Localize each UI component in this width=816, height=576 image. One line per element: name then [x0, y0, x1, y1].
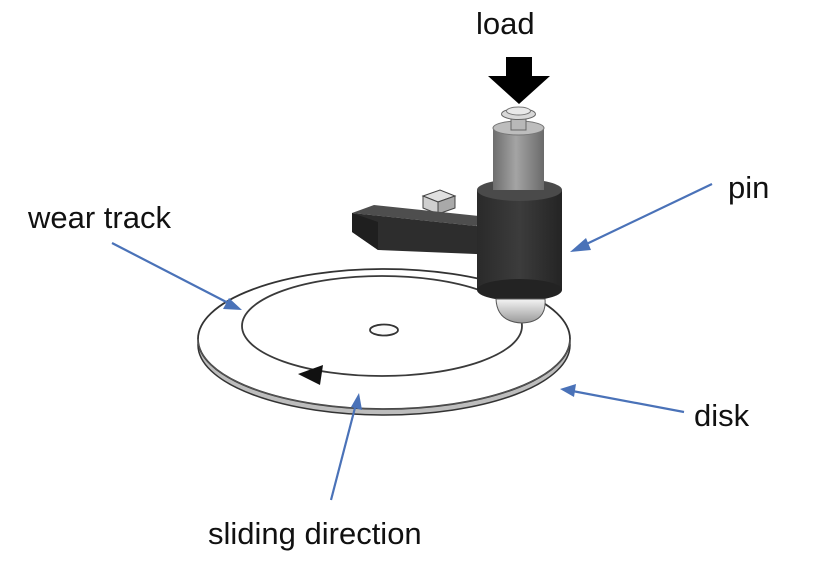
- pin-holder-arm: [352, 205, 500, 255]
- pin-holder-body: [477, 179, 562, 301]
- arm-clamp-block: [421, 189, 457, 215]
- disk-center-hole: [369, 323, 399, 337]
- wear-track-ring: [241, 275, 523, 377]
- disk-pointer-arrow: [560, 384, 685, 414]
- load-arrow: [488, 57, 550, 104]
- disk-label: disk: [694, 398, 750, 433]
- sliding-direction-label: sliding direction: [208, 516, 422, 551]
- pin-pointer-arrow: [570, 183, 713, 252]
- load-label: load: [476, 6, 535, 41]
- wear-track-pointer-arrow: [111, 242, 242, 310]
- disk-shape: [197, 268, 571, 416]
- sliding-direction-pointer-arrow: [329, 393, 362, 501]
- sliding-direction-arrowhead: [298, 365, 323, 385]
- pin-shaft: [492, 106, 545, 190]
- wear-track-label: wear track: [28, 200, 171, 235]
- pin-ball-tip: [495, 298, 546, 324]
- pin-label: pin: [728, 170, 770, 205]
